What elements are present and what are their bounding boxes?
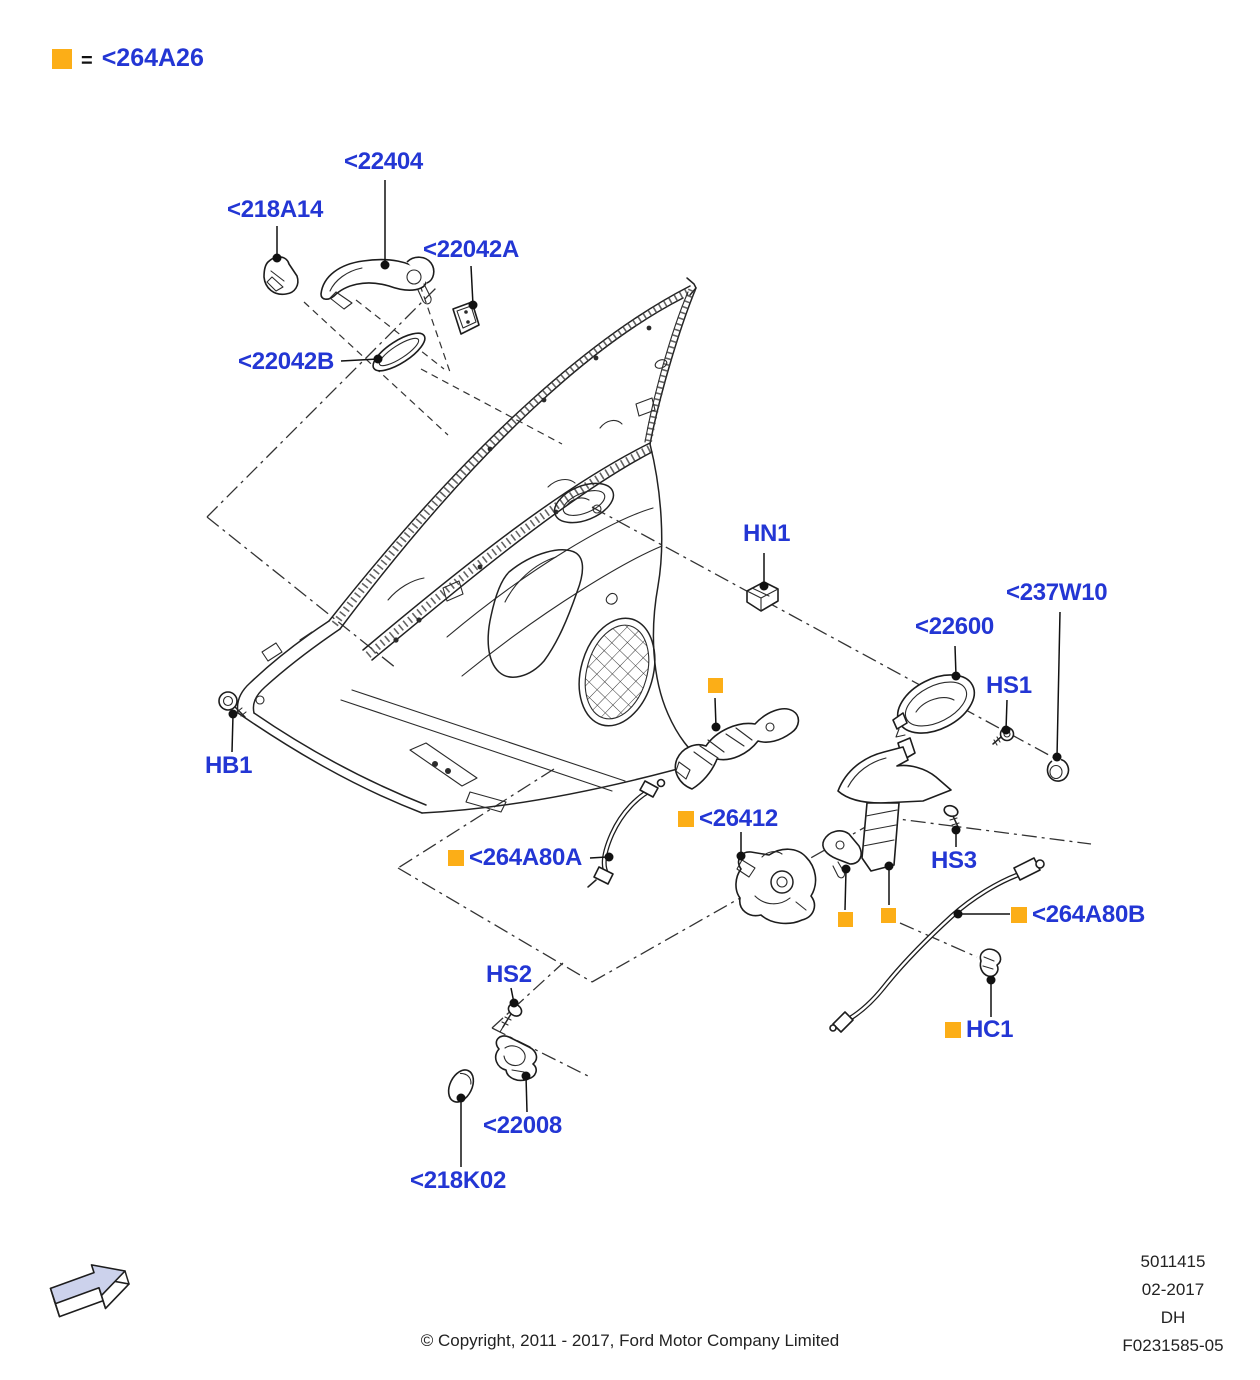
part-handle-end-cap	[452, 301, 480, 335]
callout-22404[interactable]: <22404	[344, 148, 423, 175]
part-striker-22008	[494, 1035, 538, 1082]
callout-22042B[interactable]: <22042B	[238, 348, 334, 375]
part-cable-264a80b	[829, 857, 1045, 1033]
callout-264A80B[interactable]: <264A80B	[1011, 902, 1145, 928]
part-interior-handle-bezel	[892, 674, 976, 738]
figure-number: F0231585-05	[1122, 1336, 1224, 1355]
part-cable-264a80a	[587, 778, 666, 888]
callout-HS3[interactable]: HS3	[931, 847, 977, 874]
callout-HB1[interactable]: HB1	[205, 752, 253, 779]
alignment-dash-lines	[303, 284, 563, 445]
callout-22008[interactable]: <22008	[483, 1112, 562, 1139]
legend-part-number: <264A26	[101, 44, 204, 72]
part-handle-carrier	[674, 708, 800, 790]
callout-26412[interactable]: <26412	[678, 806, 778, 832]
doc-date: 02-2017	[1141, 1280, 1205, 1299]
part-latch-26412	[735, 848, 817, 925]
part-release-lever	[822, 830, 862, 879]
door-assembly	[236, 277, 704, 814]
part-marker-icon	[448, 850, 464, 866]
copyright-notice: © Copyright, 2011 - 2017, Ford Motor Com…	[420, 1331, 840, 1350]
part-grommet-237w10	[1046, 758, 1070, 782]
callout-22042A[interactable]: <22042A	[423, 236, 519, 263]
doc-code: DH	[1160, 1308, 1186, 1327]
part-exterior-door-handle	[320, 256, 435, 310]
part-handle-cover	[372, 332, 426, 372]
legend-equals: =	[81, 50, 93, 72]
part-marker-icon	[1011, 907, 1027, 923]
callout-HN1[interactable]: HN1	[743, 520, 791, 547]
callout-218A14[interactable]: <218A14	[227, 196, 323, 223]
part-marker-lever[interactable]	[838, 912, 853, 927]
callout-237W10[interactable]: <237W10	[1006, 579, 1108, 606]
part-latch-bracket	[837, 737, 952, 872]
part-marker-icon	[945, 1022, 961, 1038]
part-screw-hs2	[499, 1003, 523, 1033]
callout-HS1[interactable]: HS1	[986, 672, 1032, 699]
part-bolt-hb1	[218, 691, 247, 718]
part-clip-hc1	[979, 948, 1002, 978]
part-exterior-handle-bracket	[263, 256, 299, 296]
direction-arrow-icon	[49, 1264, 130, 1318]
part-marker-icon	[678, 811, 694, 827]
legend: = <264A26	[52, 44, 204, 73]
callout-HC1[interactable]: HC1	[945, 1017, 1013, 1043]
part-screw-hs3	[943, 804, 960, 830]
callout-22600[interactable]: <22600	[915, 613, 994, 640]
part-marker-bracket[interactable]	[881, 908, 896, 923]
leader-lines	[228, 180, 1062, 1167]
figure-info-block: 5011415 02-2017 DH F0231585-05	[1098, 1248, 1248, 1360]
callout-HS2[interactable]: HS2	[486, 961, 532, 988]
callout-218K02[interactable]: <218K02	[410, 1167, 506, 1194]
orange-square-icon	[52, 48, 72, 69]
doc-number: 5011415	[1140, 1252, 1206, 1271]
part-marker-carrier[interactable]	[708, 678, 723, 693]
callout-264A80A[interactable]: <264A80A	[448, 845, 582, 871]
phantom-plane-lines	[206, 287, 1092, 1079]
part-cover-218k02	[447, 1069, 475, 1103]
